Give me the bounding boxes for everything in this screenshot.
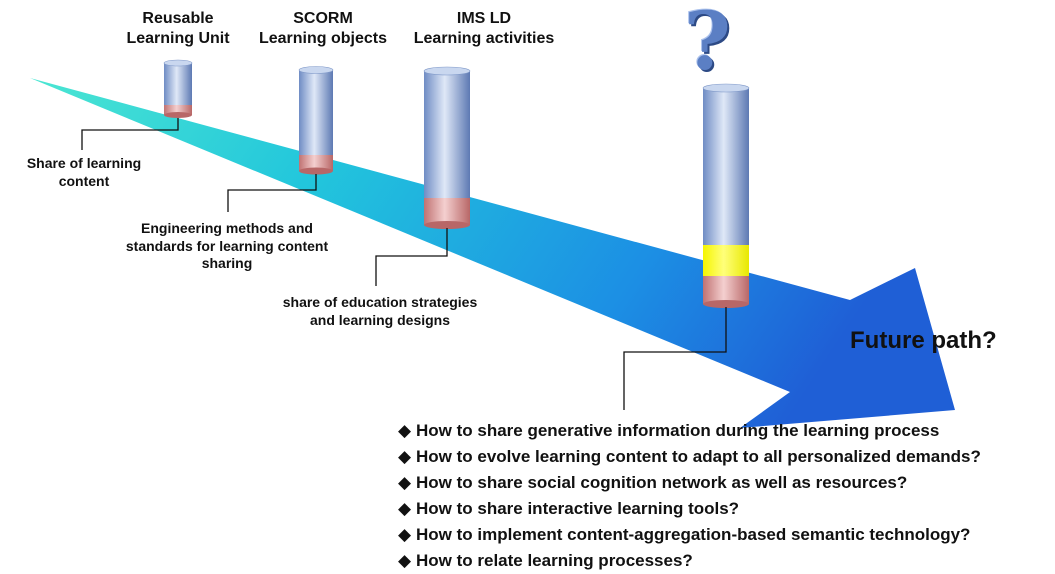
desc-line: content	[58, 172, 110, 189]
stage-title-ims-ld: IMS LD Learning activities	[404, 9, 564, 49]
cylinder-future	[702, 83, 750, 308]
question-mark-icon: ?	[684, 0, 731, 88]
stage-desc-ims-ld: share of education strategies and learni…	[250, 294, 510, 329]
question-text: How to evolve learning content to adapt …	[416, 447, 981, 466]
diamond-bullet-icon: ◆	[398, 421, 412, 440]
diamond-bullet-icon: ◆	[398, 551, 412, 570]
list-item: ◆How to share social cognition network a…	[398, 470, 981, 496]
stage-title-line: Learning Unit	[126, 30, 230, 47]
stage-title-reusable-learning-unit: Reusable Learning Unit	[108, 9, 248, 49]
stage-title-line: Learning objects	[258, 30, 388, 47]
diamond-bullet-icon: ◆	[398, 525, 412, 544]
diamond-bullet-icon: ◆	[398, 499, 412, 518]
leader-line-reusable	[81, 118, 179, 150]
question-text: How to implement content-aggregation-bas…	[416, 525, 971, 544]
future-path-arrow	[30, 78, 955, 428]
future-path-label: Future path?	[850, 327, 997, 354]
stage-desc-scorm: Engineering methods and standards for le…	[96, 220, 358, 273]
question-text: How to relate learning processes?	[416, 551, 693, 570]
stage-desc-reusable: Share of learning content	[4, 155, 164, 190]
cylinder-ims-ld	[423, 66, 471, 229]
stage-title-line: SCORM	[293, 10, 353, 27]
leader-line-scorm	[227, 174, 317, 212]
desc-line: share of education strategies	[282, 294, 478, 310]
leader-line-future	[623, 307, 727, 410]
stage-title-scorm: SCORM Learning objects	[248, 9, 398, 49]
question-text: How to share interactive learning tools?	[416, 499, 740, 518]
question-text: How to share social cognition network as…	[416, 473, 908, 492]
list-item: ◆How to relate learning processes?	[398, 548, 981, 574]
desc-line: standards for learning content	[125, 237, 329, 254]
stage-title-line: Learning activities	[413, 30, 555, 47]
cylinder-reusable-learning-unit	[163, 59, 193, 118]
desc-line: Share of learning	[26, 155, 142, 171]
stage-title-line: IMS LD	[456, 10, 512, 27]
stage-title-line: Reusable	[142, 10, 214, 27]
desc-line: Engineering methods and	[141, 220, 313, 236]
question-text: How to share generative information duri…	[416, 421, 940, 440]
future-questions-list: ◆How to share generative information dur…	[398, 418, 981, 574]
diamond-bullet-icon: ◆	[398, 447, 412, 466]
desc-line: sharing	[201, 255, 253, 271]
list-item: ◆How to share generative information dur…	[398, 418, 981, 444]
cylinder-scorm	[298, 66, 334, 175]
list-item: ◆How to evolve learning content to adapt…	[398, 444, 981, 470]
list-item: ◆How to implement content-aggregation-ba…	[398, 522, 981, 548]
list-item: ◆How to share interactive learning tools…	[398, 496, 981, 522]
leader-line-ims-ld	[375, 228, 448, 286]
diamond-bullet-icon: ◆	[398, 473, 412, 492]
desc-line: and learning designs	[309, 311, 451, 328]
